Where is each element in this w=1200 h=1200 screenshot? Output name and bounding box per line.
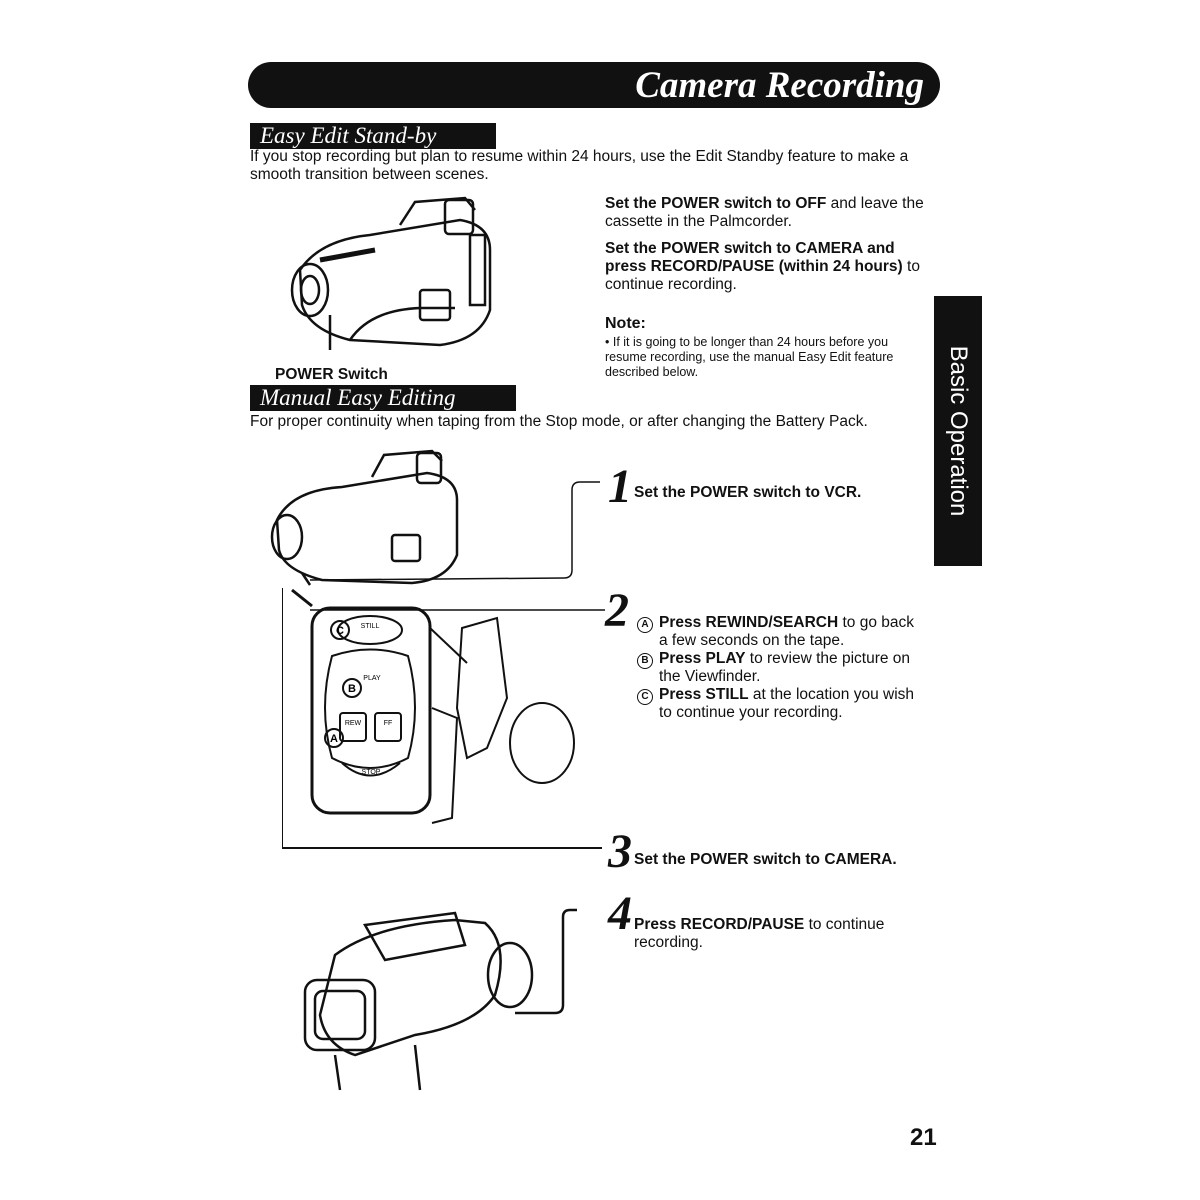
step-2c-rest: at the location you wish to continue you… xyxy=(659,686,915,721)
connector-lines xyxy=(309,481,605,611)
step-4-bold: Press RECORD/PAUSE xyxy=(634,916,805,933)
step-4-text: Press RECORD/PAUSE to continue recording… xyxy=(634,916,924,952)
easy-edit-heading: Easy Edit Stand-by xyxy=(250,123,496,149)
label-b: B xyxy=(348,683,356,695)
step-3-text: Set the POWER switch to CAMERA. xyxy=(634,851,897,868)
step-2-number: 2 xyxy=(605,584,629,637)
side-tab: Basic Operation xyxy=(934,296,982,566)
play-label: PLAY xyxy=(363,675,381,682)
page-number: 21 xyxy=(910,1124,937,1151)
side-tab-label: Basic Operation xyxy=(945,345,972,517)
step-3-number: 3 xyxy=(608,825,632,878)
power-switch-label: POWER Switch xyxy=(275,366,388,383)
step-2-item-a: A Press REWIND/SEARCH to go back a few s… xyxy=(637,614,917,650)
easy-edit-step-a: Set the POWER switch to OFF and leave th… xyxy=(605,195,935,231)
step-4-number: 4 xyxy=(608,887,632,940)
page-title: Camera Recording xyxy=(635,65,924,106)
step-a-rest: and leave the cassette in the Palmcorder… xyxy=(605,195,924,230)
camera-illustration-record xyxy=(303,908,577,1091)
easy-edit-step-b: Set the POWER switch to CAMERA and press… xyxy=(605,240,935,294)
step-4-rest: to continue recording. xyxy=(634,916,885,951)
circle-c-icon: C xyxy=(637,689,653,705)
ff-label: FF xyxy=(384,720,393,727)
step-2-item-b: B Press PLAY to review the picture on th… xyxy=(637,650,917,686)
camera-illustration-power xyxy=(290,196,492,350)
note-title: Note: xyxy=(605,315,646,332)
step-2a-bold: Press REWIND/SEARCH xyxy=(659,614,839,631)
control-panel-illustration: STILL C PLAY B REW FF A STOP xyxy=(282,588,602,849)
step-2-item-c: C Press STILL at the location you wish t… xyxy=(637,686,917,722)
step-1-number: 1 xyxy=(608,460,632,513)
stop-label: STOP xyxy=(362,769,381,776)
step-a-bold: Set the POWER switch to OFF xyxy=(605,195,827,212)
step-b-rest: to continue recording. xyxy=(605,258,920,293)
circle-b-icon: B xyxy=(637,653,653,669)
step-2b-bold: Press PLAY xyxy=(659,650,746,667)
step-2c-bold: Press STILL xyxy=(659,686,749,703)
rew-label: REW xyxy=(345,720,362,727)
step-b-bold: Set the POWER switch to CAMERA and press… xyxy=(605,240,903,275)
step-2-list: A Press REWIND/SEARCH to go back a few s… xyxy=(637,614,917,722)
easy-edit-intro: If you stop recording but plan to resume… xyxy=(250,148,909,183)
camera-illustration-vcr xyxy=(270,449,459,586)
step-2b-rest: to review the picture on the Viewfinder. xyxy=(659,650,911,685)
step-1-text: Set the POWER switch to VCR. xyxy=(634,484,862,501)
manual-edit-heading: Manual Easy Editing xyxy=(250,385,516,411)
still-label: STILL xyxy=(361,623,380,630)
step-2a-rest: to go back a few seconds on the tape. xyxy=(659,614,914,649)
manual-edit-intro: For proper continuity when taping from t… xyxy=(250,413,868,430)
title-bar: Camera Recording xyxy=(248,62,940,108)
note-text: • If it is going to be longer than 24 ho… xyxy=(605,335,894,379)
label-c: C xyxy=(336,625,344,637)
label-a: A xyxy=(330,733,338,745)
circle-a-icon: A xyxy=(637,617,653,633)
